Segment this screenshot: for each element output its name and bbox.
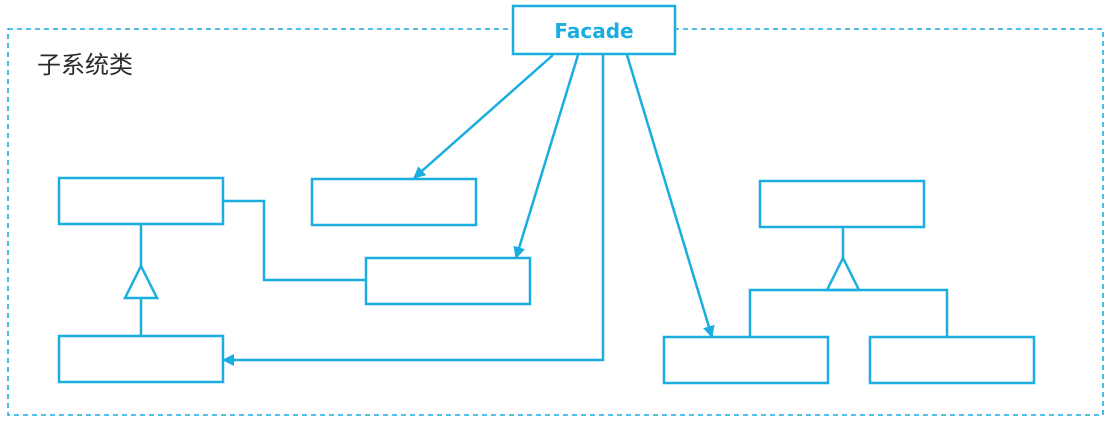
facade-box	[511, 4, 677, 56]
association-line-left-to-center	[223, 199, 366, 282]
class-box-right-bottom-right	[868, 335, 1036, 385]
class-box-top-middle	[310, 177, 478, 227]
class-box-right-bottom-left	[662, 335, 830, 385]
inheritance-branch-right	[748, 288, 949, 337]
subsystem-boundary	[7, 28, 1104, 416]
facade-arrow-to-bottom-right-class	[625, 54, 715, 338]
facade-label: Facade	[554, 19, 633, 43]
class-box-right-top	[758, 179, 926, 229]
facade-arrow-to-top-middle-class	[413, 54, 554, 179]
class-box-left-top	[57, 176, 225, 226]
class-box-left-bottom	[57, 334, 225, 384]
facade-arrow-to-center-class	[513, 54, 580, 259]
facade-arrow-to-bottom-left-class	[222, 55, 605, 366]
inheritance-triangle-right	[824, 255, 862, 292]
class-box-center	[364, 256, 532, 306]
subsystem-label: 子系统类	[37, 51, 133, 79]
inheritance-triangle-left	[122, 263, 160, 300]
